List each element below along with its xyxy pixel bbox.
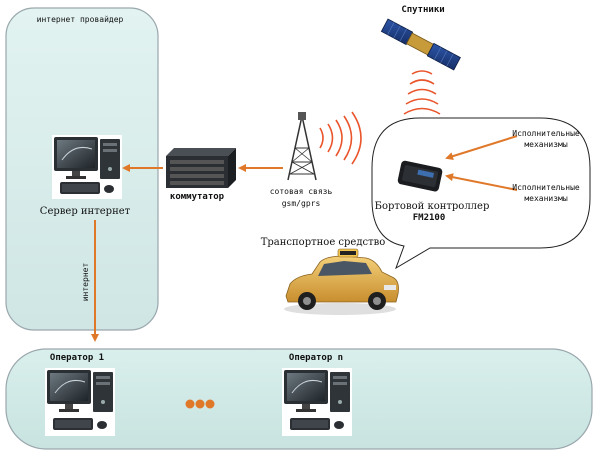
controller-icon [397, 160, 443, 192]
controller-label-line1: Бортовой контроллер [375, 201, 490, 212]
actuator2-label-line2: механизмы [524, 194, 568, 203]
controller-label-line2: FM2100 [413, 213, 446, 223]
actuator2-arrow [445, 173, 518, 191]
server-label: Сервер интернет [40, 206, 131, 217]
ellipsis-dots-icon [185, 399, 215, 409]
satellite-signal-icon [403, 70, 441, 115]
tower-label-line1: сотовая связь [270, 187, 333, 196]
internet-link-label: интернет [81, 263, 90, 302]
tower-label-line2: gsm/gprs [282, 199, 321, 208]
actuator1-label-line1: Исполнительные [512, 129, 580, 138]
server-computer-icon [52, 135, 122, 199]
taxi-car-icon [284, 248, 399, 315]
operator1-label: Оператор 1 [50, 353, 104, 363]
actuator1-arrow [445, 135, 518, 161]
satellites-label: Спутники [401, 5, 444, 15]
switch-label: коммутатор [170, 192, 225, 202]
satellite-icon [380, 18, 461, 71]
switch-icon [166, 148, 236, 188]
tower-signal-icon [319, 111, 362, 165]
actuator2-label-line1: Исполнительные [512, 183, 580, 192]
operatorn-label: Оператор n [289, 353, 343, 363]
cell-tower-icon [287, 112, 317, 181]
operator1-computer-icon [45, 368, 115, 436]
actuator1-label-line2: механизмы [524, 140, 568, 149]
vehicle-label: Транспортное средство [261, 237, 386, 248]
provider-title: интернет провайдер [37, 15, 124, 24]
vehicle-bubble [371, 117, 591, 270]
operatorn-computer-icon [282, 368, 352, 436]
